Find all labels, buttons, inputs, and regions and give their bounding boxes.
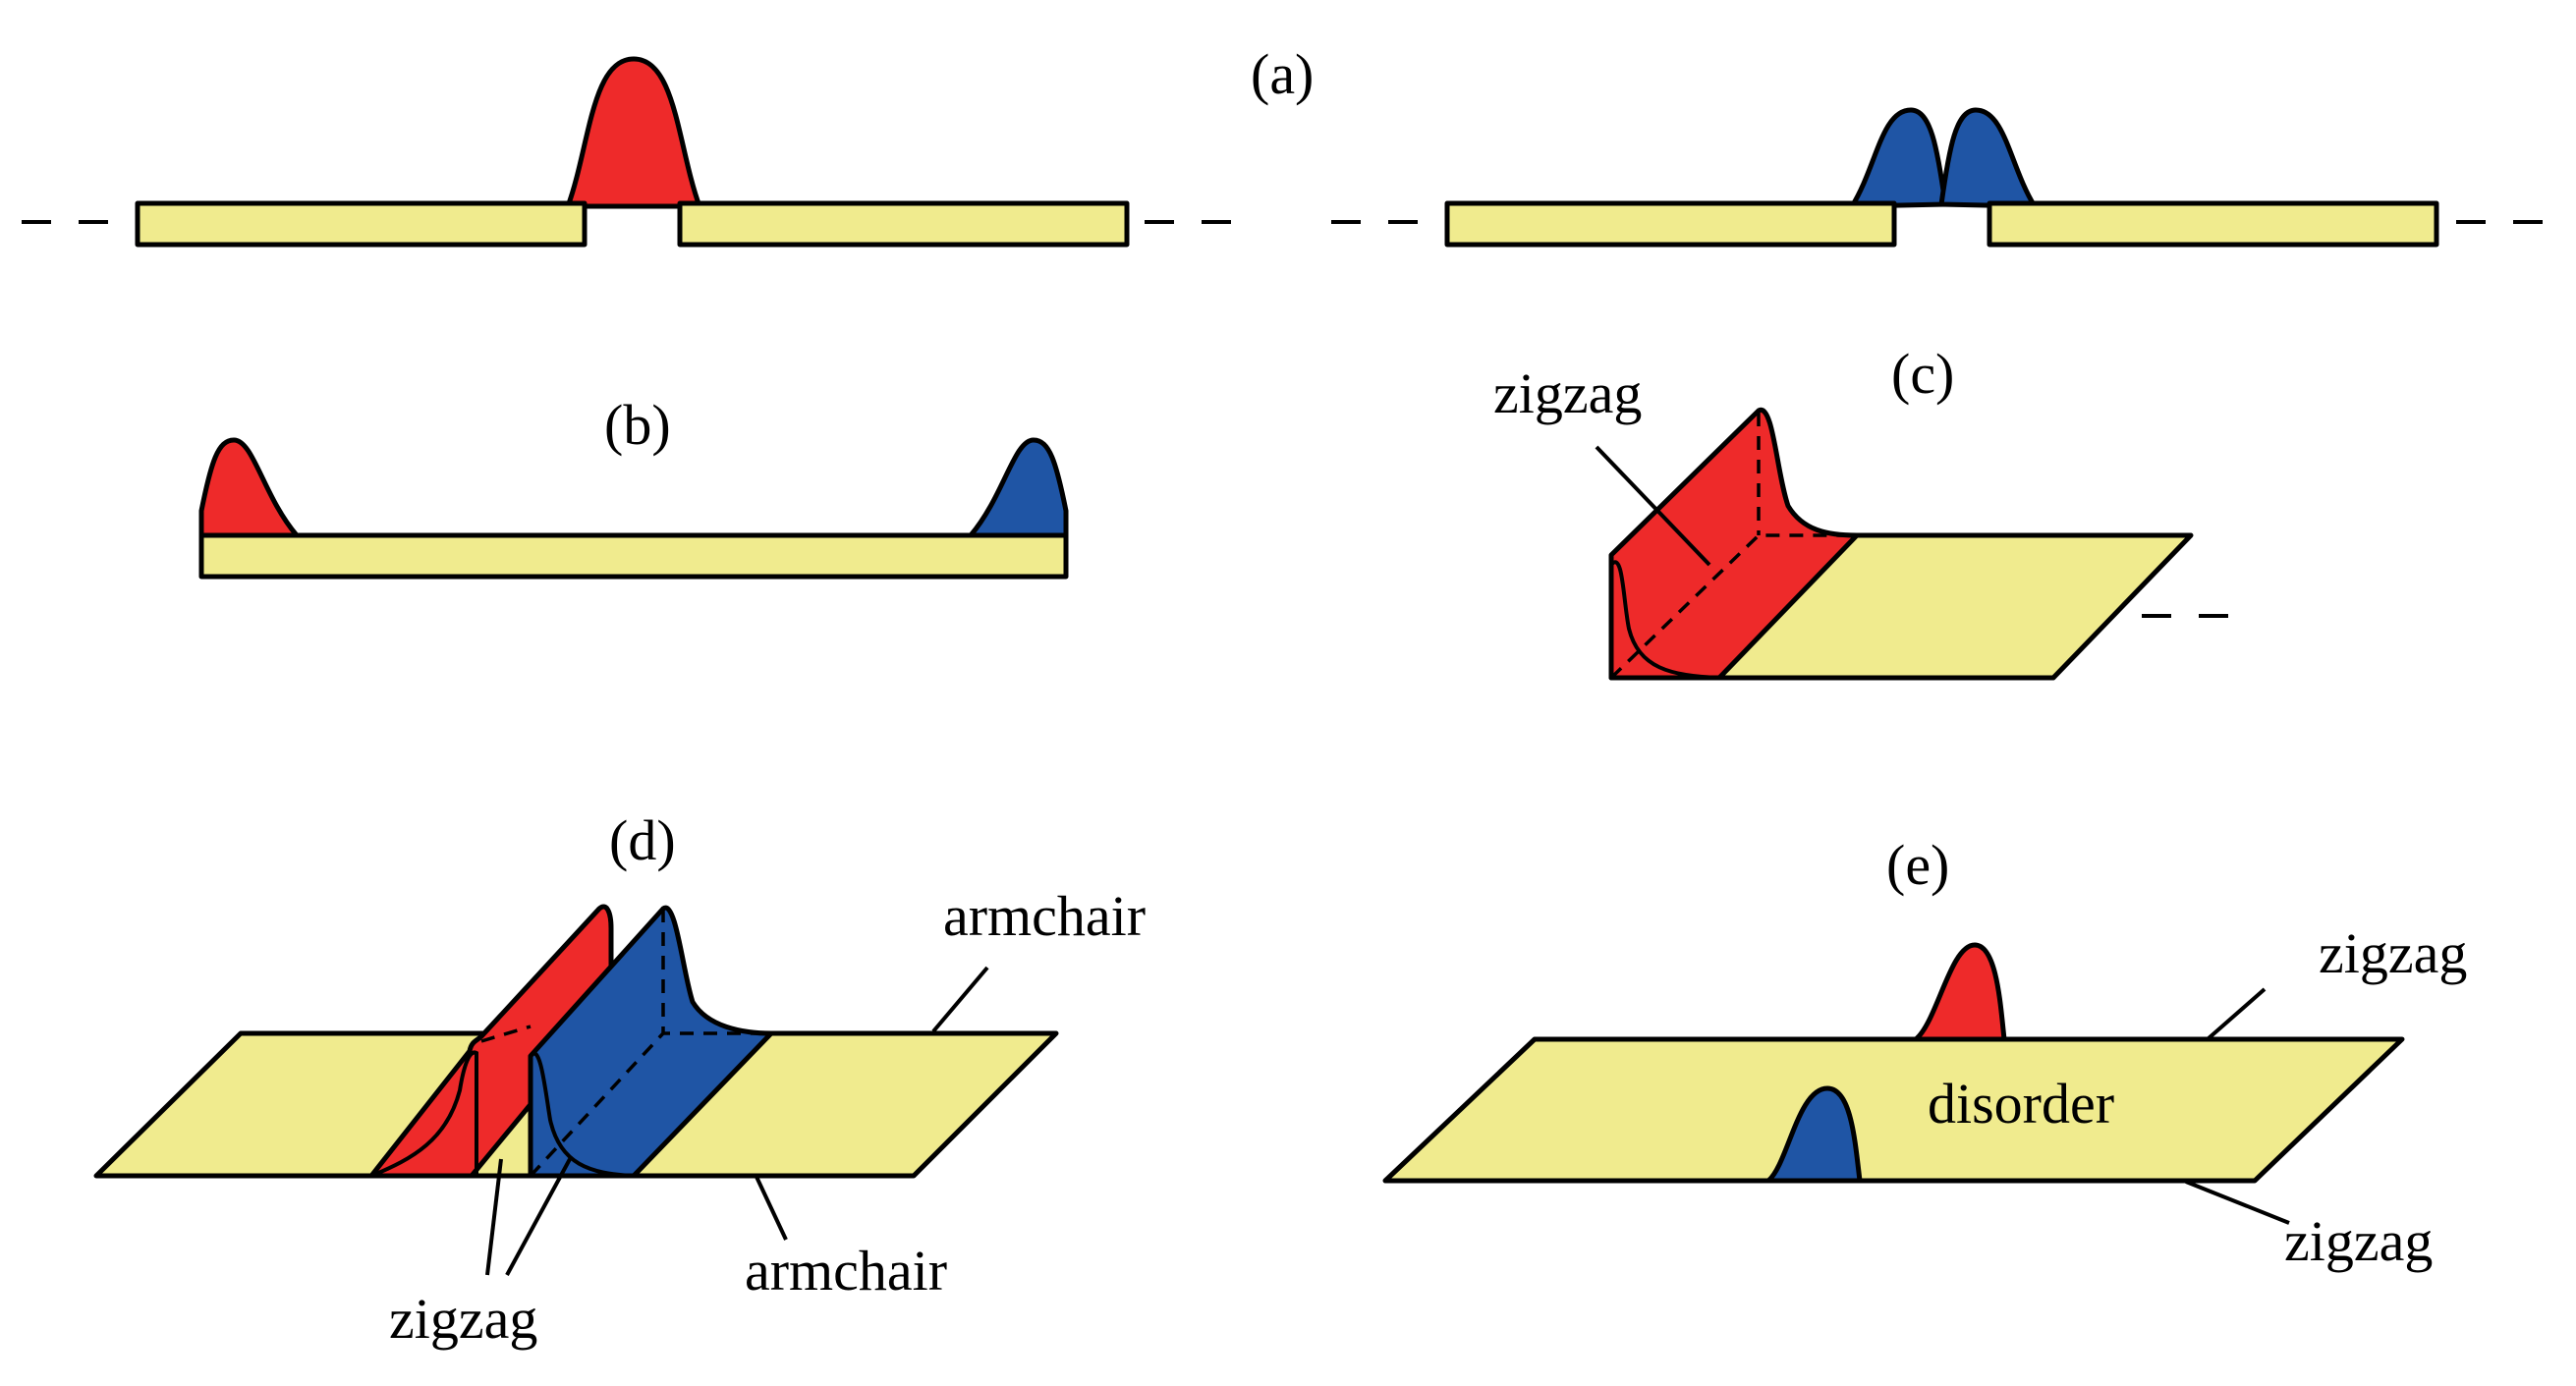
panel-e-label: (e) bbox=[1886, 833, 1949, 897]
zigzag-leader-2 bbox=[505, 1158, 572, 1276]
zigzag-top-label: zigzag bbox=[2319, 921, 2467, 985]
disordered-sheet bbox=[1382, 1036, 2405, 1184]
ribbon-sheet bbox=[198, 532, 1069, 580]
panel-c: (c) zigzag bbox=[1493, 342, 2230, 681]
blue-edge-state-peak-left bbox=[1849, 107, 1948, 209]
edge-state-profile-curve bbox=[1609, 560, 1720, 680]
zigzag-leader-line bbox=[1595, 445, 1711, 567]
zigzag-bottom-leader bbox=[2185, 1180, 2290, 1225]
sheet-segment-left-2 bbox=[1444, 200, 1897, 248]
panel-a-label: (a) bbox=[1251, 42, 1314, 106]
armchair-top-leader bbox=[931, 966, 989, 1033]
panel-d-label: (d) bbox=[609, 808, 676, 872]
red-edge-state-peak bbox=[565, 56, 702, 209]
blue-edge-state-e bbox=[1765, 1085, 1863, 1184]
panel-a-red-peak-sheet bbox=[22, 56, 1243, 248]
zigzag-top-leader bbox=[2207, 987, 2267, 1040]
red-edge-state-e bbox=[1913, 942, 2007, 1042]
blue-edge-state-right bbox=[968, 437, 1069, 538]
sheet-segment-right-2 bbox=[1987, 200, 2439, 248]
armchair-bottom-label: armchair bbox=[745, 1239, 947, 1303]
panel-d: (d) armchair armchair zigzag bbox=[93, 808, 1146, 1351]
red-zigzag-edge-state-d bbox=[368, 904, 614, 1179]
zigzag-leader-1 bbox=[485, 1158, 503, 1276]
blue-front-profile bbox=[529, 1051, 635, 1178]
panel-a: (a) bbox=[22, 42, 2554, 248]
hidden-edge-lines-d bbox=[480, 909, 771, 1178]
disorder-label: disorder bbox=[1928, 1072, 2114, 1136]
zigzag-edge-label: zigzag bbox=[1493, 361, 1642, 425]
panel-b-label: (b) bbox=[604, 393, 671, 457]
red-edge-state-left bbox=[198, 437, 300, 538]
hidden-edge-lines bbox=[1609, 413, 1857, 680]
armchair-top-label: armchair bbox=[943, 884, 1146, 948]
panel-a-blue-peaks-sheet bbox=[1331, 107, 2554, 248]
panel-e: (e) zigzag zigzag disorder bbox=[1382, 833, 2467, 1273]
zigzag-bottom-label: zigzag bbox=[2284, 1209, 2433, 1273]
panel-c-label: (c) bbox=[1891, 342, 1954, 406]
zigzag-label-d: zigzag bbox=[389, 1287, 537, 1351]
armchair-bottom-leader bbox=[755, 1176, 788, 1241]
panel-b: (b) bbox=[198, 393, 1069, 580]
red-front-profile bbox=[370, 1050, 478, 1178]
sheet-segment-left bbox=[135, 200, 588, 248]
sheet-segment-right bbox=[677, 200, 1130, 248]
blue-edge-state-peak-right bbox=[1938, 107, 2038, 209]
